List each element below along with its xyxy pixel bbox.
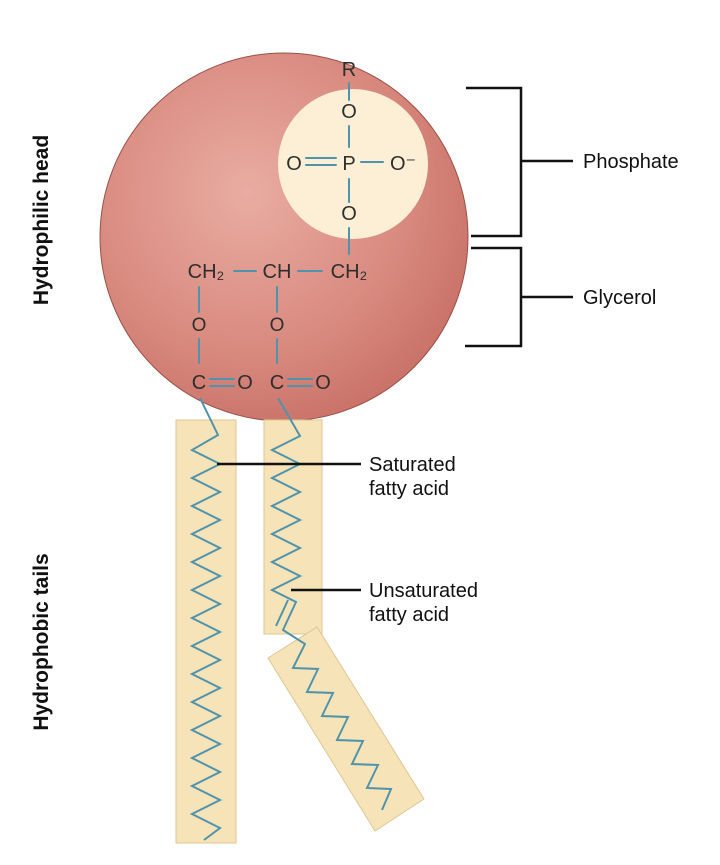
glycerol-label: Glycerol [583, 287, 656, 309]
atom-o-below-p: O [341, 203, 357, 225]
unsaturated-tail-upper-rect [263, 419, 323, 635]
atom-ch2-right: CH₂ [331, 261, 368, 283]
phosphate-bracket [466, 86, 523, 238]
cis-double-bond-line [275, 599, 289, 627]
unsaturated-label-line2: fatty acid [369, 604, 449, 626]
unsaturated-chain-zigzag [269, 397, 393, 811]
atom-o-carbonyl-left: O [237, 372, 253, 394]
atom-o-minus: O⁻ [390, 153, 416, 175]
unsaturated-label-line1: Unsaturated [369, 580, 478, 602]
atom-o-top: O [341, 101, 357, 123]
atom-ch2-left: CH₂ [188, 261, 225, 283]
glycerol-bracket [465, 246, 523, 348]
hydrophobic-tails-label: Hydrophobic tails [30, 553, 53, 730]
atom-o-ester-mid: O [270, 315, 285, 336]
atom-o-left: O [286, 153, 302, 175]
phosphate-bonds [305, 82, 384, 255]
atom-o-carbonyl-mid: O [315, 372, 331, 394]
saturated-tail-rect [175, 419, 237, 844]
atom-c-left: C [192, 372, 206, 394]
phosphate-label: Phosphate [583, 151, 679, 173]
atom-o-ester-left: O [192, 315, 207, 336]
saturated-label-line1: Saturated [369, 454, 456, 476]
atom-p: P [342, 153, 355, 175]
saturated-label-line2: fatty acid [369, 478, 449, 500]
hydrophilic-head-label: Hydrophilic head [30, 135, 53, 305]
saturated-chain-zigzag [189, 397, 223, 841]
atom-ch-mid: CH [263, 261, 292, 283]
glycerol-bonds [198, 270, 323, 387]
atom-c-mid: C [270, 372, 284, 394]
phosphate-region-circle [278, 89, 428, 239]
atom-r: R [342, 59, 356, 81]
unsaturated-tail-bent-rect [267, 626, 425, 832]
hydrophilic-head-circle [99, 52, 469, 422]
